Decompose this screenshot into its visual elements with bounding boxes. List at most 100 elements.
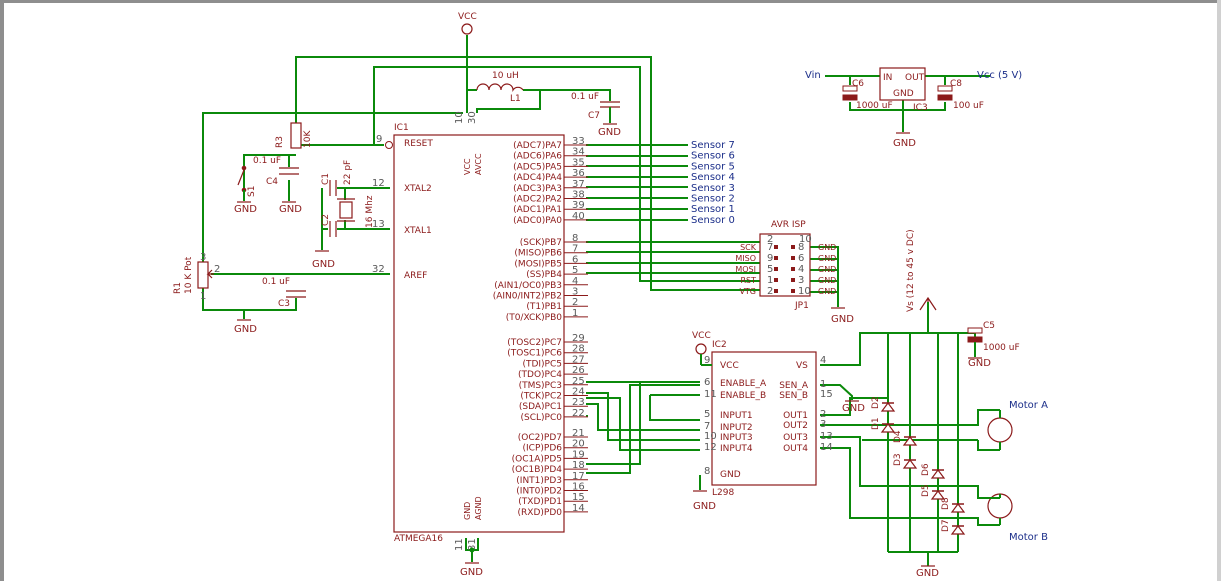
c6-ref: C6 xyxy=(852,79,864,89)
mcu-xtal2-label: XTAL2 xyxy=(404,184,432,194)
s1-ref: S1 xyxy=(247,186,257,197)
diode-label: D8 xyxy=(941,497,951,510)
mcu-port-label: (SS)PB4 xyxy=(526,270,562,280)
isp-signal-label: MISO xyxy=(735,254,756,263)
mcu-port-label: (ADC0)PA0 xyxy=(513,216,562,226)
mcu-port-label: (ADC1)PA1 xyxy=(513,205,562,215)
window-frame-left xyxy=(0,0,4,581)
mcu-port-pin-number: 23 xyxy=(572,397,585,408)
isp-signal-label: MOSI xyxy=(735,265,756,274)
mcu-port-label: (ADC2)PA2 xyxy=(513,195,562,205)
vs-label: Vs (12 to 45 v DC) xyxy=(906,229,916,312)
mcu-port-pin-number: 17 xyxy=(572,471,585,482)
mcu-port-pin-number: 39 xyxy=(572,200,585,211)
r3-value: 10K xyxy=(303,130,313,148)
mcu-port-pin-number: 14 xyxy=(572,503,585,514)
mcu-part: ATMEGA16 xyxy=(394,534,443,544)
diode-label: D2 xyxy=(871,396,881,409)
mcu-port-label: (SCL)PC0 xyxy=(521,413,563,423)
mcu-port-label: (AIN1/OC0)PB3 xyxy=(494,281,562,291)
mcu-port-label: (ADC5)PA5 xyxy=(513,162,562,172)
isp-gnd-label: GND xyxy=(818,287,836,296)
gnd-label-c7: GND xyxy=(598,127,621,138)
l298-left-pin-label: INPUT3 xyxy=(720,433,753,443)
l298-left-pin-number: 10 xyxy=(704,431,717,442)
isp-pin-left: 2 xyxy=(767,286,773,297)
gnd-label-sense: GND xyxy=(842,403,865,414)
c3-ref: C3 xyxy=(278,299,290,309)
diode-symbol xyxy=(930,490,946,500)
isp-pad xyxy=(791,278,795,282)
diode-symbol xyxy=(950,525,966,535)
reg-out-label: OUT xyxy=(905,73,925,83)
window-frame-right xyxy=(1217,0,1221,581)
r1-pin-1: 1 xyxy=(200,291,206,302)
gnd-label-isp: GND xyxy=(831,314,854,325)
isp-pin-right: 6 xyxy=(798,253,804,264)
mcu-port-label: (TOSC2)PC7 xyxy=(507,338,562,348)
diode-symbol xyxy=(880,423,896,433)
mcu-pin-13: 13 xyxy=(372,219,385,230)
isp-gnd-label: GND xyxy=(818,254,836,263)
l298-right-pin-label: SEN_A xyxy=(779,381,809,391)
sensor-label: Sensor 1 xyxy=(691,204,735,215)
diode-symbol xyxy=(950,503,966,513)
mcu-port-label: (RXD)PD0 xyxy=(518,508,563,518)
avr-isp-header xyxy=(759,233,811,297)
mcu-ref: IC1 xyxy=(394,123,409,133)
mcu-gnd-label: GND xyxy=(463,502,472,520)
isp-gnd-label: GND xyxy=(818,265,836,274)
mcu-port-label: (TXD)PD1 xyxy=(518,497,562,507)
mcu-port-pin-number: 7 xyxy=(572,244,578,255)
mcu-port-pin-number: 37 xyxy=(572,179,585,190)
mcu-aref-label: AREF xyxy=(404,271,427,281)
sensor-label: Sensor 0 xyxy=(691,215,735,226)
mcu-port-pin-number: 36 xyxy=(572,168,585,179)
l298-right-pin-number: 15 xyxy=(820,389,833,400)
c4-ref: C4 xyxy=(266,177,278,187)
c8-value: 100 uF xyxy=(953,101,984,111)
mcu-port-label: (TDO)PC4 xyxy=(518,370,562,380)
diode-label: D6 xyxy=(921,463,931,476)
mcu-port-pin-number: 19 xyxy=(572,449,585,460)
l298-right-pin-number: 2 xyxy=(820,409,826,420)
diode-label: D7 xyxy=(941,519,951,532)
gnd-label-c5: GND xyxy=(968,358,991,369)
gnd-label-s1: GND xyxy=(234,204,257,215)
l298-left-pin-label: INPUT4 xyxy=(720,444,753,454)
mcu-port-label: (SCK)PB7 xyxy=(520,238,562,248)
mcu-pin-9: 9 xyxy=(376,134,382,145)
mcu-port-label: (TDI)PC5 xyxy=(522,359,562,369)
l298-right-pin-number: 3 xyxy=(820,419,826,430)
isp-pin-left: 1 xyxy=(767,275,773,286)
isp-pad xyxy=(774,278,778,282)
capacitor-c6 xyxy=(842,85,858,92)
isp-pin-right: 10 xyxy=(798,286,811,297)
l298-right-pin-number: 1 xyxy=(820,379,826,390)
isp-signal-label: RST xyxy=(740,276,756,285)
vcc-supply-symbol xyxy=(461,23,473,35)
sensor-label: Sensor 6 xyxy=(691,151,735,162)
mcu-port-label: (INT0)PD2 xyxy=(516,487,562,497)
isp-title: AVR ISP xyxy=(771,220,806,230)
isp-pad xyxy=(791,267,795,271)
inductor-l1 xyxy=(476,83,524,92)
mcu-pin-12: 12 xyxy=(372,178,385,189)
c1-value: 22 pF xyxy=(343,160,353,185)
vcc-label: VCC xyxy=(458,12,477,22)
l298-left-pin-number: 11 xyxy=(704,389,717,400)
isp-gnd-label: GND xyxy=(818,243,836,252)
mcu-port-label: (MOSI)PB5 xyxy=(514,259,562,269)
c5-value: 1000 uF xyxy=(983,343,1020,353)
potentiometer-r1 xyxy=(197,261,209,289)
gnd-label-reg: GND xyxy=(893,138,916,149)
voltage-regulator-ic3 xyxy=(879,67,926,101)
mcu-port-pin-number: 16 xyxy=(572,482,585,493)
isp-pad xyxy=(791,289,795,293)
wires xyxy=(202,35,990,566)
mcu-agnd-label: AGND xyxy=(474,496,483,520)
c3-value: 0.1 uF xyxy=(262,277,290,287)
mcu-port-pin-number: 40 xyxy=(572,211,585,222)
